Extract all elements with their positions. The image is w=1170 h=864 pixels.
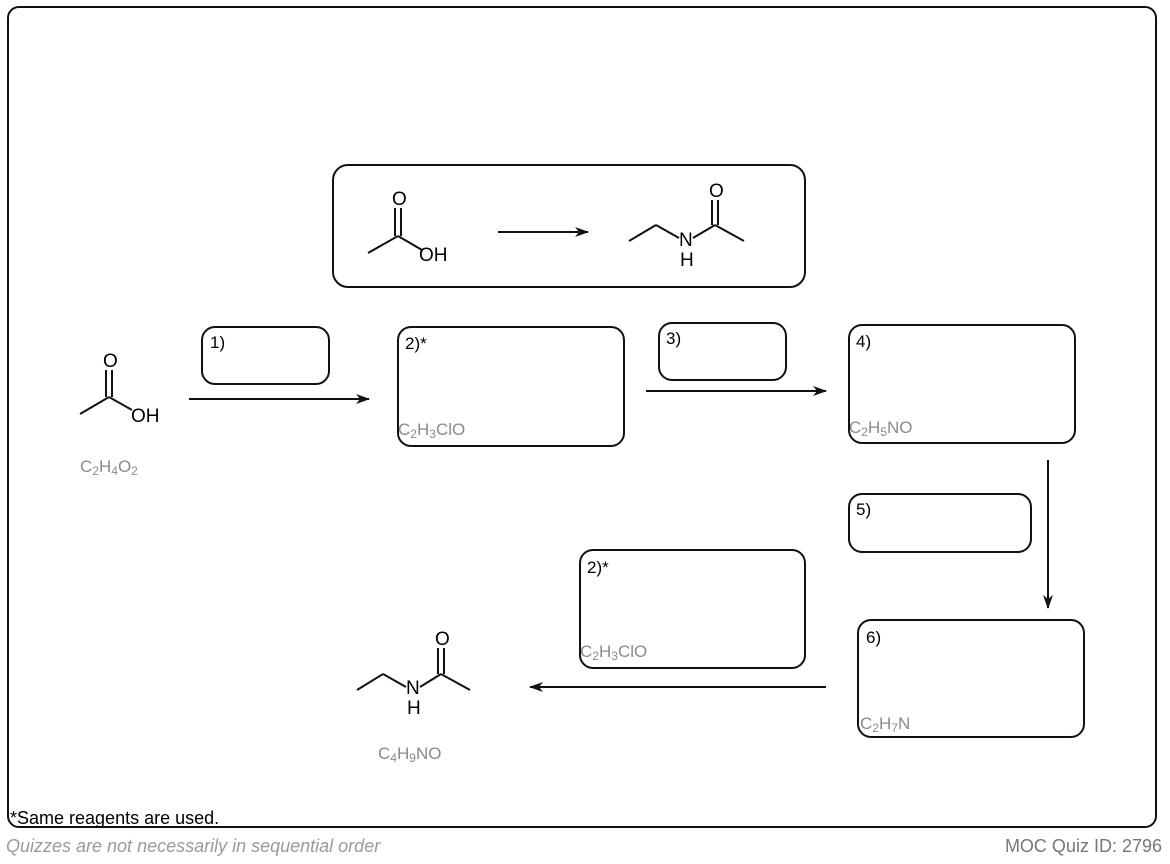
step-4-formula: C2H5NO (849, 418, 913, 439)
product-n: N (406, 678, 420, 699)
overview-product-o: O (709, 181, 724, 202)
step-5-reagent-box[interactable] (848, 493, 1032, 553)
step-1-label: 1) (210, 333, 226, 352)
start-oh: OH (131, 406, 160, 427)
overview-start-oh: OH (419, 245, 448, 266)
overview-acetic-acid-structure (367, 208, 423, 254)
step-6-reagent-box[interactable] (857, 619, 1085, 738)
product-h: H (407, 698, 421, 719)
footer-disclaimer: Quizzes are not necessarily in sequentia… (6, 836, 381, 856)
overview-product-n: N (679, 230, 693, 251)
step-6-label: 6) (866, 628, 882, 647)
step-2-formula: C2H3ClO (398, 420, 466, 441)
step-5-label: 5) (856, 500, 872, 519)
overview-ethylacetamide-structure (628, 200, 745, 242)
start-acetic-acid-structure (79, 370, 133, 415)
step-4-intermediate-box[interactable] (848, 324, 1076, 444)
quiz-frame (7, 6, 1157, 828)
footnote: *Same reagents are used. (10, 808, 220, 828)
step-2-label: 2)* (405, 334, 427, 353)
start-o: O (103, 351, 118, 372)
step-1-reagent-box[interactable] (201, 326, 330, 385)
step-6-formula: C2H7N (860, 714, 911, 735)
step-3-label: 3) (666, 329, 682, 348)
overview-box (332, 164, 806, 288)
product-o: O (435, 629, 450, 650)
overview-start-o: O (392, 189, 407, 210)
product-ethylacetamide-structure (356, 648, 471, 691)
step-2b-label: 2)* (587, 558, 609, 577)
step-2-intermediate-box[interactable] (397, 326, 625, 447)
product-formula: C4H9NO (378, 744, 442, 765)
step-2b-formula: C2H3ClO (580, 642, 648, 663)
quiz-id: MOC Quiz ID: 2796 (1004, 836, 1162, 856)
step-2b-reagent-box[interactable] (579, 549, 806, 669)
step-3-reagent-box[interactable] (658, 322, 787, 381)
overview-product-h: H (680, 250, 694, 271)
step-4-label: 4) (856, 332, 872, 351)
start-formula: C2H4O2 (80, 457, 138, 478)
